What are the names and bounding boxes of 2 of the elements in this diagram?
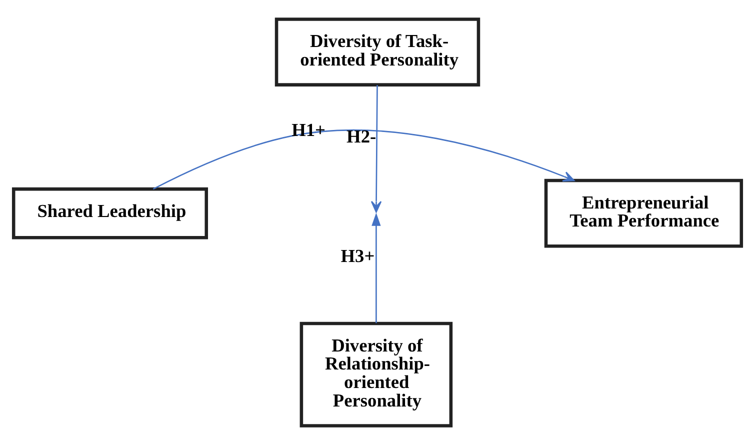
edge-label: H3+ — [340, 246, 375, 266]
edge-label: H2- — [346, 126, 376, 147]
